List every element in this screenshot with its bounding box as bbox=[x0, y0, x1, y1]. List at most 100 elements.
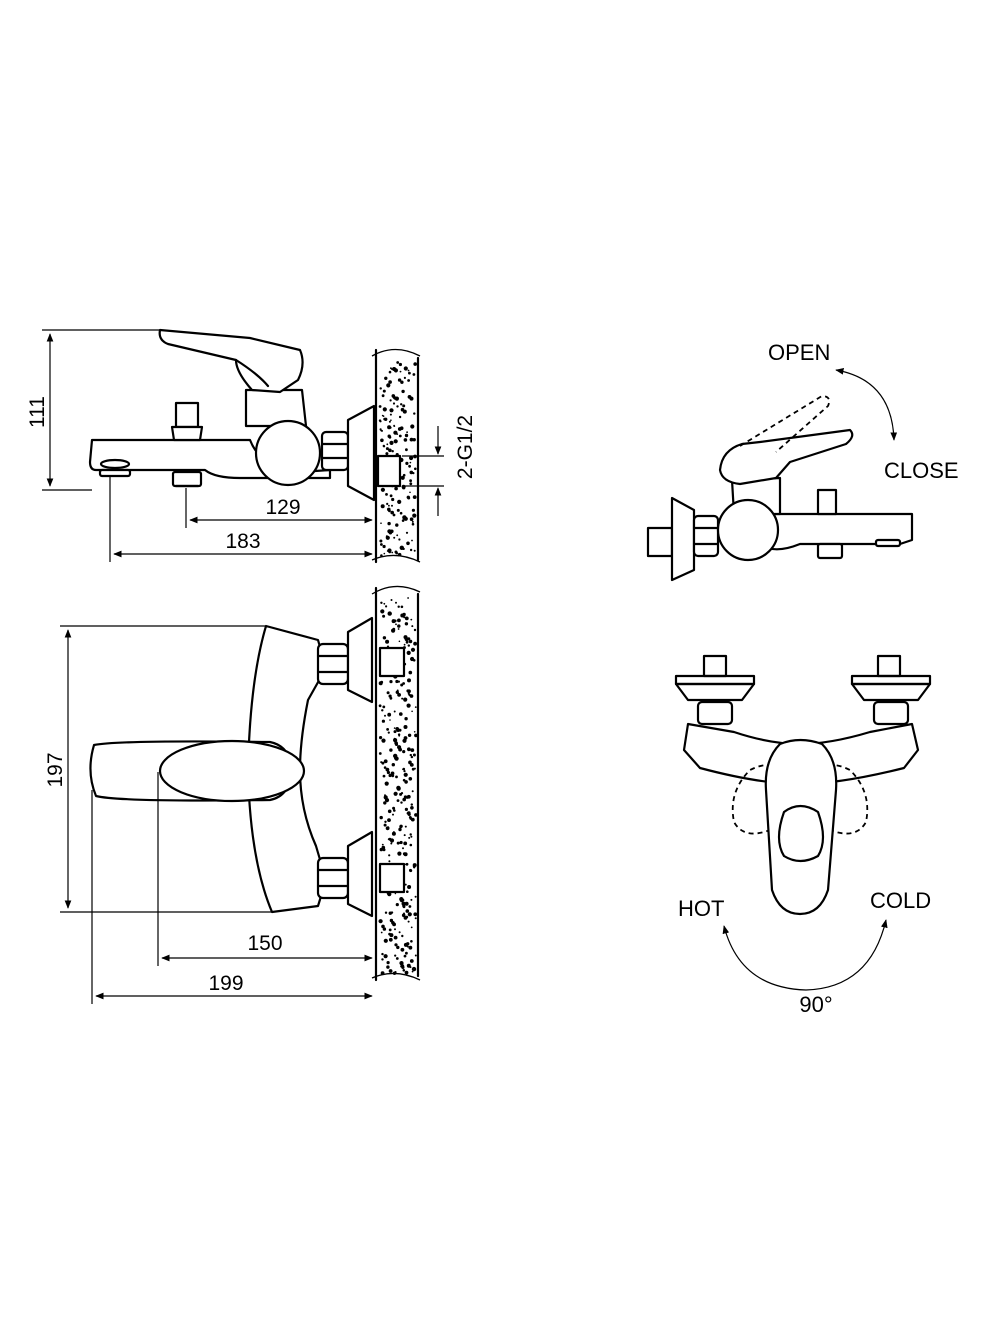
wall-speckle-dot bbox=[411, 710, 413, 713]
wall-speckle-dot bbox=[380, 931, 383, 934]
wall-speckle-dot bbox=[409, 491, 411, 494]
wall-speckle-dot bbox=[391, 774, 395, 778]
wall-speckle-dot bbox=[382, 544, 386, 549]
connector-upper-top-view bbox=[316, 616, 406, 704]
wall-speckle-dot bbox=[396, 728, 400, 732]
wall-speckle-dot bbox=[390, 367, 392, 370]
wall-speckle-dot bbox=[392, 831, 395, 834]
wall-speckle-dot bbox=[393, 935, 398, 940]
wall-speckle-dot bbox=[386, 965, 390, 969]
wall-speckle-dot bbox=[400, 605, 404, 609]
wall-speckle-dot bbox=[403, 438, 408, 442]
dim-height-111: 111 bbox=[26, 396, 49, 428]
wall-speckle-dot bbox=[388, 928, 392, 932]
wall-speckle-dot bbox=[399, 840, 403, 845]
wall-speckle-dot bbox=[385, 639, 390, 644]
wall-speckle-dot bbox=[381, 952, 384, 956]
mixer-body-round bbox=[254, 419, 322, 487]
wall-speckle-dot bbox=[397, 680, 400, 683]
dim-inlet-thread: 2-G1/2 bbox=[454, 415, 477, 479]
wall-speckle-dot bbox=[388, 550, 392, 554]
wall-speckle-dot bbox=[413, 767, 416, 770]
wall-speckle-dot bbox=[409, 763, 414, 767]
wall-speckle-dot bbox=[383, 954, 388, 959]
handle-cold-dashed bbox=[798, 764, 869, 835]
wall-speckle-dot bbox=[414, 917, 417, 920]
wall-speckle-dot bbox=[382, 415, 385, 417]
wall-speckle-dot bbox=[414, 954, 417, 957]
wall-speckle-dot bbox=[398, 538, 401, 541]
wall-speckle-dot bbox=[411, 970, 414, 973]
wall-speckle-dot bbox=[397, 552, 402, 557]
side-view: 111 2-G1/2 129 183 bbox=[26, 328, 477, 564]
wall-speckle-dot bbox=[392, 806, 396, 810]
wall-speckle-dot bbox=[383, 801, 387, 805]
wall-speckle-dot bbox=[407, 379, 410, 382]
connector-nut-side bbox=[320, 430, 350, 472]
dim-spout-tip-to-wall-183: 183 bbox=[225, 530, 260, 553]
wall-speckle-dot bbox=[390, 599, 393, 601]
wall-speckle-dot bbox=[403, 697, 408, 702]
wall-speckle-dot bbox=[412, 513, 417, 518]
wall-speckle-dot bbox=[405, 915, 409, 919]
wall-speckle-dot bbox=[384, 794, 386, 797]
wall-speckle-dot bbox=[402, 767, 406, 771]
wall-speckle-dot bbox=[411, 508, 415, 512]
wall-speckle-dot bbox=[382, 444, 385, 448]
wall-speckle-dot bbox=[394, 971, 397, 974]
wall-speckle-dot bbox=[398, 827, 402, 832]
wall-speckle-pattern bbox=[378, 597, 418, 975]
mixer-body bbox=[244, 388, 308, 428]
wall-speckle-dot bbox=[405, 862, 409, 866]
wall-speckle-dot bbox=[385, 767, 390, 772]
wall-speckle-dot bbox=[388, 854, 391, 857]
wall-speckle-dot bbox=[398, 734, 401, 737]
wall-speckle-dot bbox=[393, 727, 396, 729]
wall-speckle-dot bbox=[409, 694, 414, 698]
wall-speckle-dot bbox=[412, 495, 417, 499]
wall-speckle-dot bbox=[389, 719, 391, 721]
wall-speckle-dot bbox=[405, 531, 409, 534]
wall-speckle-dot bbox=[386, 728, 389, 731]
wall-speckle-dot bbox=[403, 772, 408, 777]
wall-speckle-dot bbox=[396, 534, 399, 537]
wall-speckle-dot bbox=[410, 940, 413, 943]
wall-speckle-dot bbox=[407, 747, 411, 752]
hot-cold-view: HOT COLD 90° bbox=[674, 654, 931, 1017]
wall-speckle-dot bbox=[382, 389, 386, 393]
wall-speckle-dot bbox=[412, 865, 416, 868]
dim-width-197: 197 bbox=[44, 752, 67, 787]
wall-speckle-dot bbox=[379, 847, 383, 852]
wall-speckle-dot bbox=[397, 628, 400, 630]
wall-speckle-dot bbox=[403, 366, 408, 371]
wall-speckle-dot bbox=[382, 636, 387, 640]
wall-speckle-dot bbox=[388, 773, 392, 778]
shower-outlet bbox=[171, 470, 203, 488]
wall-speckle-dot bbox=[395, 903, 399, 907]
wall-speckle-dot bbox=[391, 551, 394, 554]
wall-speckle-dot bbox=[409, 517, 414, 521]
wall-speckle-dot bbox=[382, 774, 386, 778]
wall-speckle-dot bbox=[408, 836, 411, 839]
wall-speckle-dot bbox=[385, 605, 388, 608]
wall-speckle-dot bbox=[407, 678, 411, 683]
wall-speckle-dot bbox=[406, 942, 410, 946]
wall-speckle-dot bbox=[385, 493, 388, 496]
spout-aerator bbox=[98, 458, 132, 478]
wall-speckle-dot bbox=[406, 797, 409, 799]
wall-speckle-dot bbox=[383, 766, 387, 769]
wall-speckle-dot bbox=[404, 622, 409, 626]
wall-speckle-dot bbox=[401, 697, 404, 700]
wall-speckle-dot bbox=[402, 612, 406, 617]
wall-speckle-dot bbox=[406, 431, 408, 434]
wall-speckle-dot bbox=[404, 825, 407, 828]
wall-speckle-dot bbox=[408, 905, 412, 908]
wall-speckle-dot bbox=[407, 637, 411, 641]
wall-speckle-dot bbox=[408, 945, 413, 950]
wall-speckle-dot bbox=[388, 380, 392, 384]
wall-speckle-dot bbox=[380, 438, 384, 443]
wall-speckle-dot bbox=[403, 616, 406, 619]
wall-speckle-dot bbox=[381, 958, 384, 961]
wall-speckle-dot bbox=[407, 912, 412, 917]
wall-speckle-dot bbox=[398, 415, 402, 419]
